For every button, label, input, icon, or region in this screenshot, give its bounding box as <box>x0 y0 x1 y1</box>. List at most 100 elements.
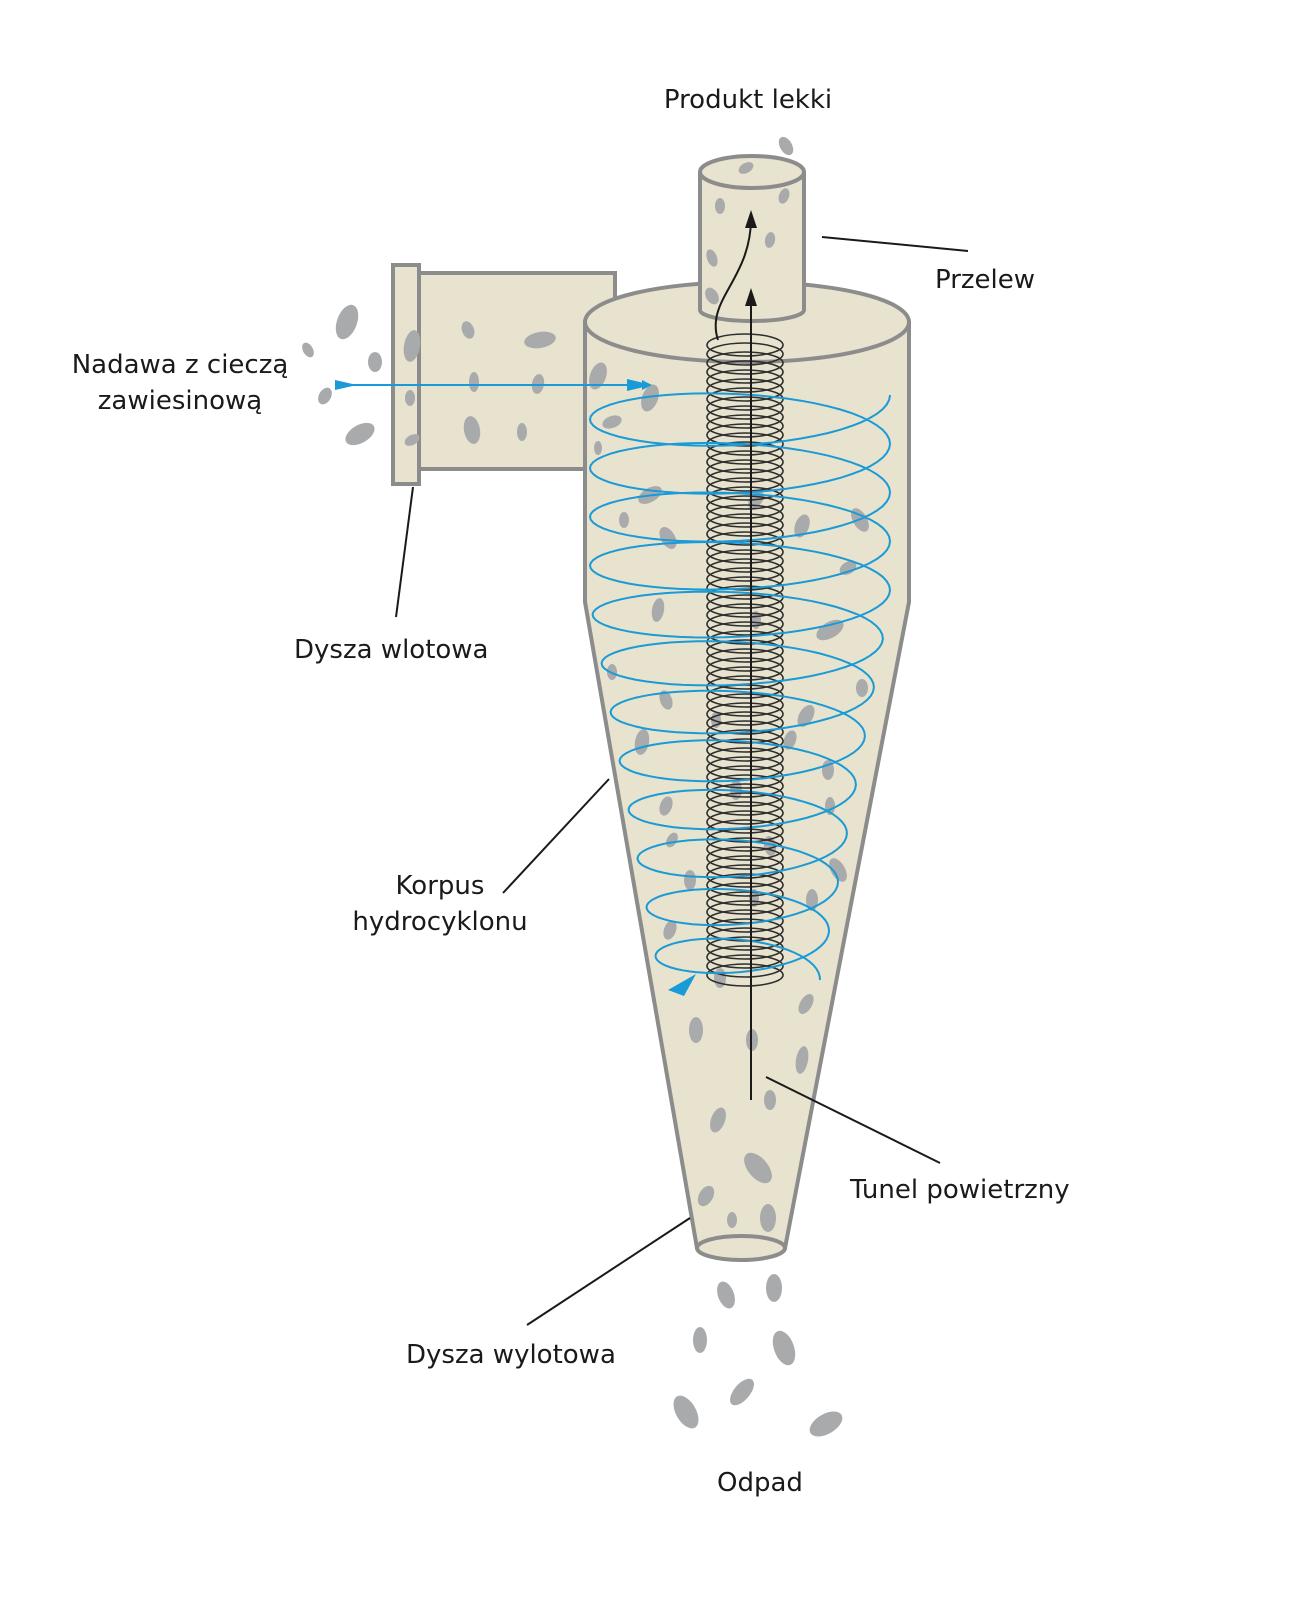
air-tunnel-coil-ring <box>706 396 784 420</box>
air-tunnel-coil-ring <box>706 801 784 825</box>
particle <box>730 1378 754 1406</box>
air-tunnel-coil-ring <box>706 792 784 816</box>
air-tunnel-coil-ring <box>706 747 784 771</box>
air-tunnel-coil-ring <box>706 702 784 726</box>
air-tunnel-coil-ring <box>706 432 784 456</box>
particle <box>751 611 761 629</box>
particle <box>809 1411 843 1437</box>
particle <box>405 390 415 406</box>
particle <box>689 1017 703 1043</box>
overflow-flow-line <box>714 219 752 341</box>
air-tunnel-coil-ring <box>706 864 784 888</box>
particle <box>463 416 481 444</box>
air-tunnel-coil-ring <box>706 513 784 537</box>
particle <box>766 1274 782 1302</box>
air-tunnel-coil-ring <box>706 549 784 573</box>
air-tunnel-coil-ring <box>706 657 784 681</box>
inlet-flange <box>391 263 421 486</box>
particle <box>717 1281 735 1309</box>
label-body-line1: Korpus <box>395 871 485 901</box>
leader-inlet-nozzle <box>395 486 414 618</box>
label-outlet-nozzle: Dysza wylotowa <box>406 1340 616 1370</box>
air-tunnel-coil-ring <box>706 837 784 861</box>
particle <box>345 422 375 446</box>
overflow-tube-top <box>698 154 806 190</box>
particle <box>856 679 868 697</box>
label-feed: Nadawa z cieczą zawiesinową <box>60 347 300 419</box>
particle <box>659 796 673 816</box>
upward-flow-arrowhead-mid <box>745 288 757 306</box>
particle <box>368 352 382 372</box>
air-tunnel-coil-ring <box>706 720 784 744</box>
flow-spiral <box>588 392 892 981</box>
particle <box>744 1152 772 1184</box>
particle <box>589 362 607 390</box>
leader-body <box>502 778 610 894</box>
label-inlet-nozzle: Dysza wlotowa <box>294 635 489 665</box>
leader-overflow <box>821 236 969 252</box>
outlet-rim <box>695 1234 787 1262</box>
label-waste: Odpad <box>717 1468 803 1498</box>
particle <box>697 1185 715 1207</box>
particle <box>684 870 696 890</box>
air-tunnel-coil-ring <box>706 504 784 528</box>
feed-arrowhead-mid <box>627 379 652 391</box>
particle <box>798 994 814 1014</box>
particle <box>816 619 844 641</box>
air-tunnel-coil-ring <box>706 459 784 483</box>
cyclone-body <box>583 320 911 1250</box>
air-tunnel-coil-ring <box>706 882 784 906</box>
air-tunnel-coil-ring <box>706 603 784 627</box>
air-tunnel-coil-ring <box>706 738 784 762</box>
label-light-product: Produkt lekki <box>663 85 833 115</box>
air-tunnel-coil-ring <box>706 576 784 600</box>
air-tunnel-coil-ring <box>706 495 784 519</box>
particle <box>302 342 314 358</box>
air-tunnel-coil-ring <box>706 360 784 384</box>
label-body-line2: hydrocyklonu <box>352 907 528 937</box>
particle <box>469 372 479 392</box>
particle <box>335 304 359 340</box>
label-body: Korpus hydrocyklonu <box>340 868 540 940</box>
air-tunnel-coil-ring <box>706 774 784 798</box>
leader-air-tunnel <box>765 1076 941 1164</box>
air-tunnel-coil-ring <box>706 891 784 915</box>
air-tunnel-coil-ring <box>706 765 784 789</box>
particle <box>795 1046 809 1074</box>
air-tunnel-coil-ring <box>706 873 784 897</box>
air-tunnel-coil-ring <box>706 423 784 447</box>
air-tunnel-coil-ring <box>706 666 784 690</box>
particle <box>318 387 332 405</box>
label-feed-line1: Nadawa z cieczą <box>71 350 289 380</box>
particle <box>461 321 475 339</box>
inlet-duct <box>413 271 617 471</box>
particle <box>764 1090 776 1110</box>
label-overflow: Przelew <box>935 265 1036 295</box>
air-tunnel-coil-ring <box>706 954 784 978</box>
particle <box>659 690 673 710</box>
particle <box>594 441 602 455</box>
particle <box>710 1107 726 1133</box>
air-tunnel-coil-ring <box>706 909 784 933</box>
particle <box>404 434 420 446</box>
overflow-flow-arrowhead <box>745 210 757 228</box>
leader-lines <box>395 236 969 1326</box>
particle <box>760 1204 776 1232</box>
particle <box>783 730 797 750</box>
air-tunnel-coil-ring <box>706 612 784 636</box>
particle <box>797 705 815 727</box>
air-tunnel-coil-ring <box>706 639 784 663</box>
particle <box>772 1330 796 1366</box>
air-tunnel-coil-ring <box>706 855 784 879</box>
particle <box>715 198 725 214</box>
air-tunnel-coil-ring <box>706 594 784 618</box>
particle <box>693 1327 707 1353</box>
particle <box>641 384 659 412</box>
particle <box>839 561 857 575</box>
flow-spiral-arrowhead <box>668 974 696 996</box>
leader-outlet-nozzle <box>526 1217 691 1326</box>
air-tunnel-coil-ring <box>706 945 784 969</box>
air-tunnel-coil-ring <box>706 711 784 735</box>
particle <box>829 858 847 882</box>
